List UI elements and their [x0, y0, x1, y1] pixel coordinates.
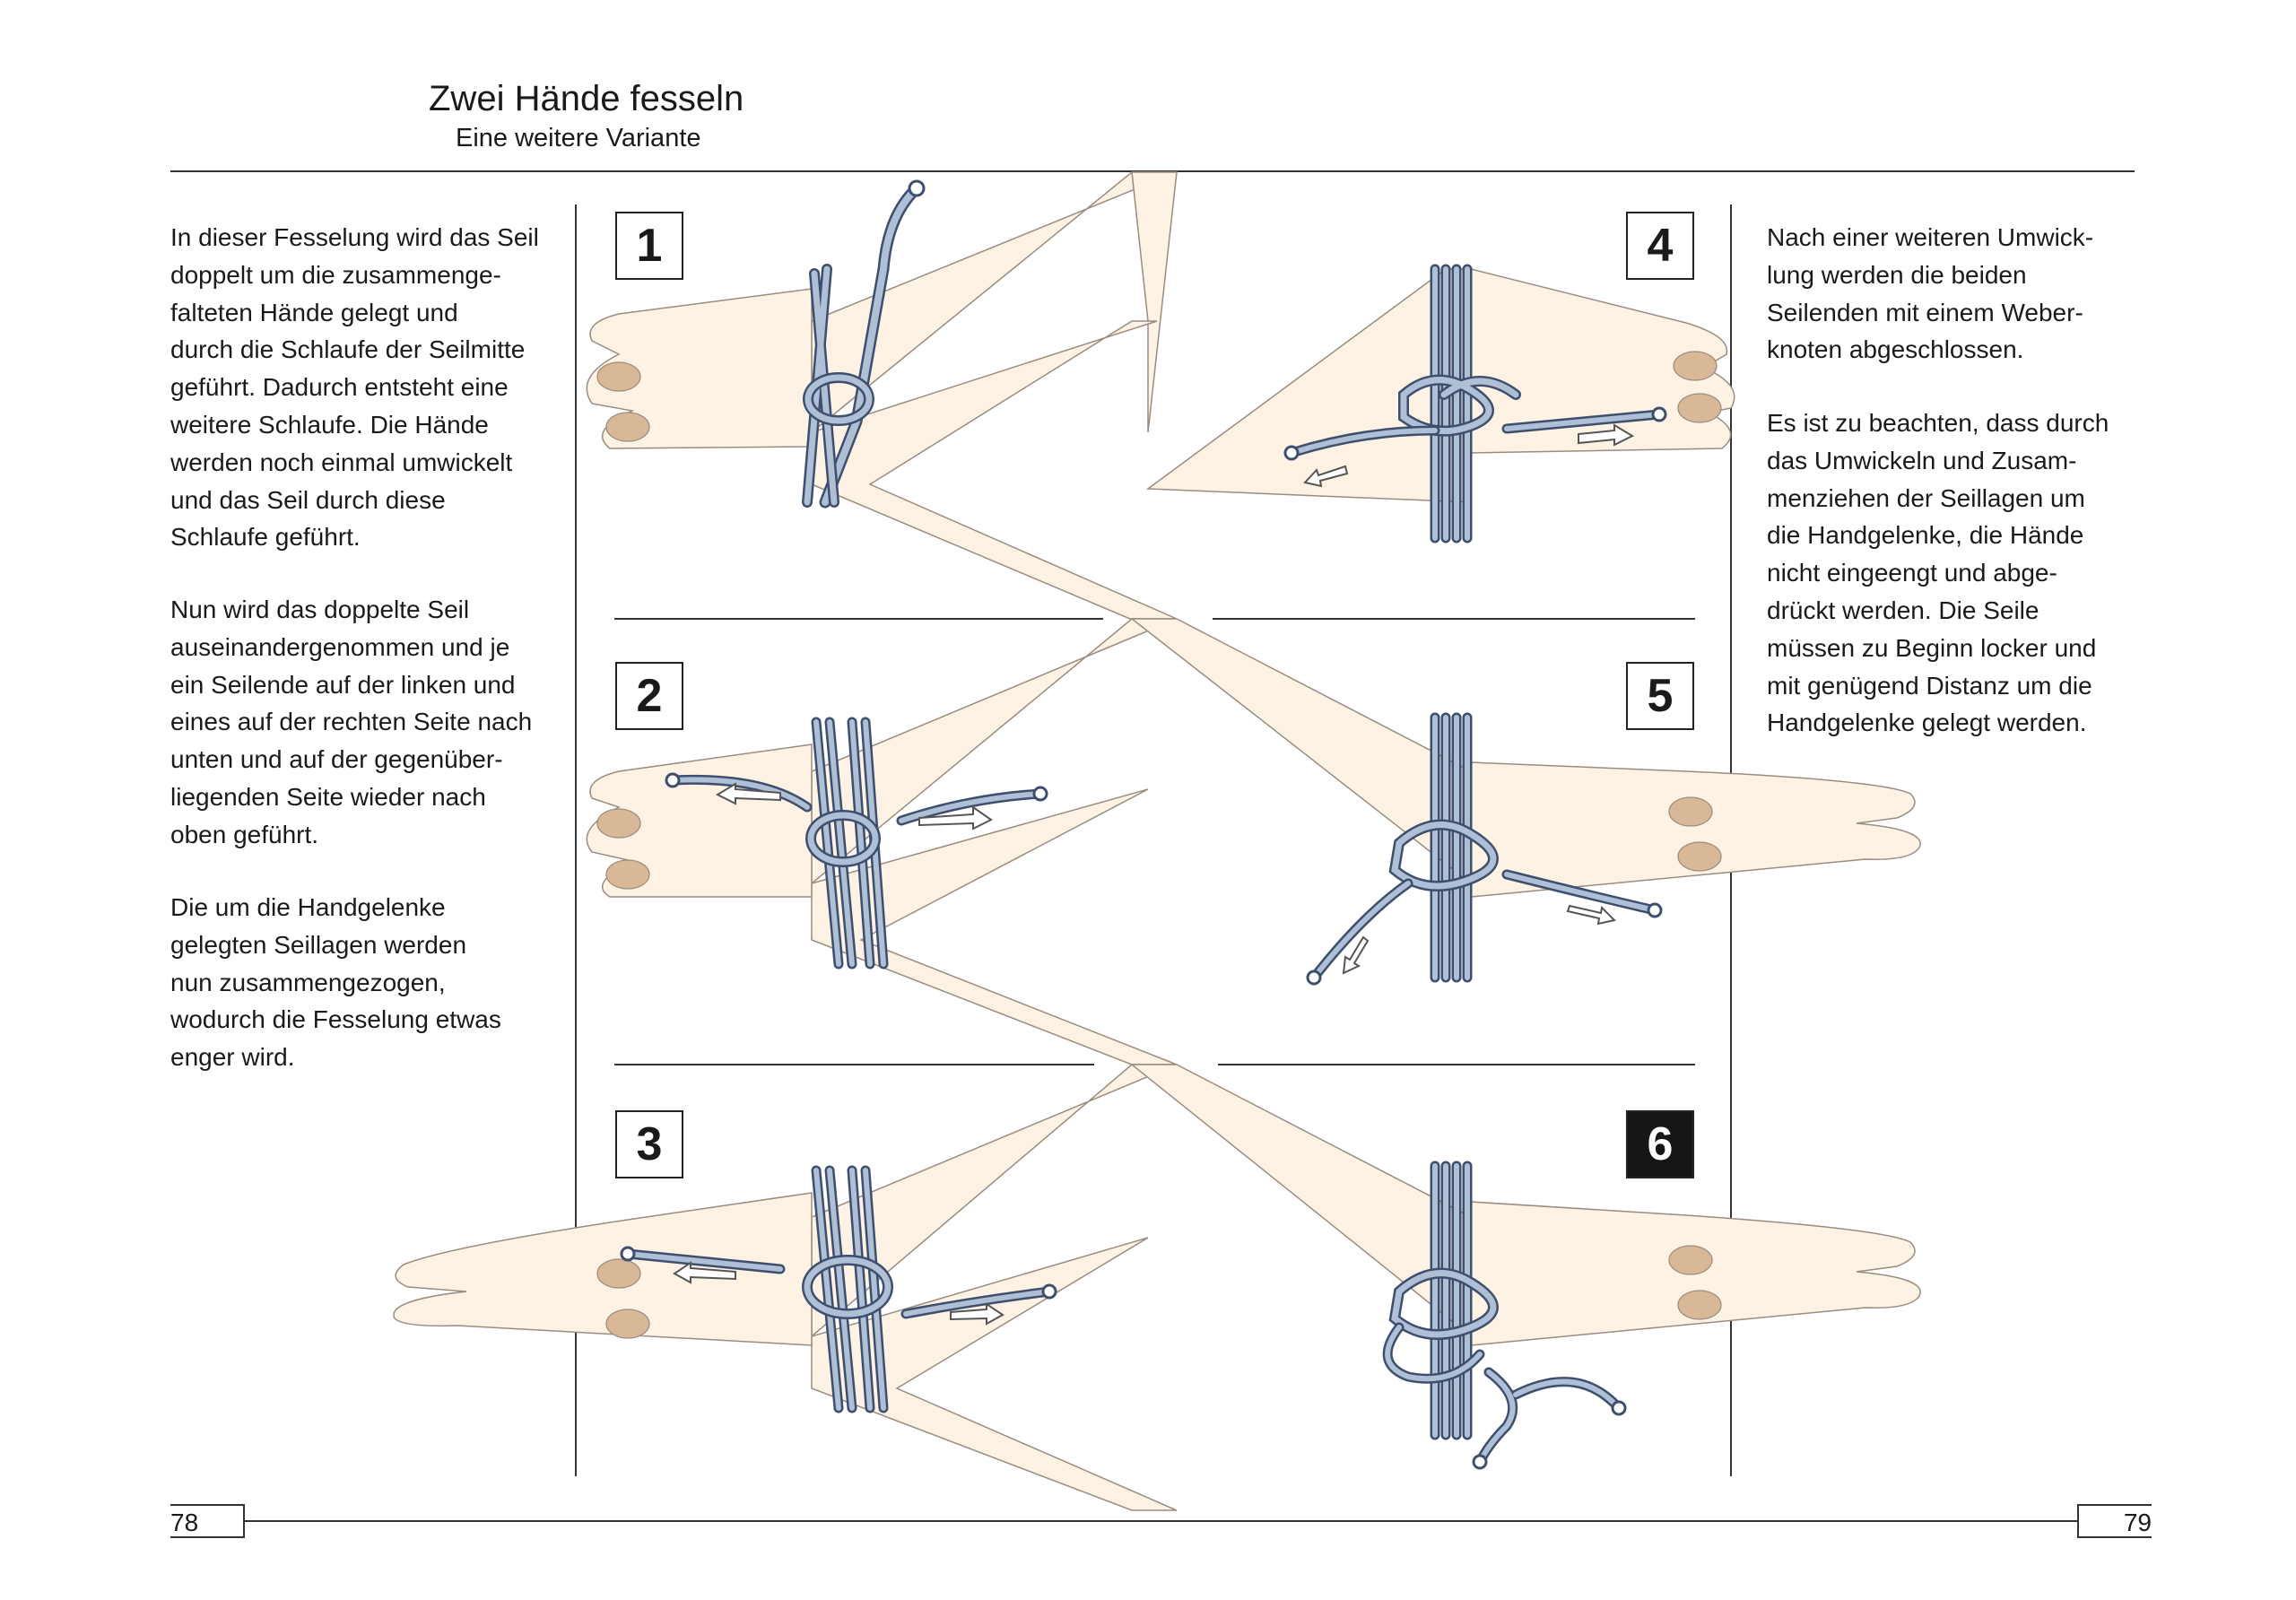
step-number-1: 1	[615, 212, 683, 280]
direction-arrows	[673, 423, 1635, 1326]
finger-nails	[596, 351, 1722, 1339]
rope-panel-5	[1306, 712, 1663, 986]
page-title: Zwei Hände fesseln	[429, 79, 744, 118]
arrow-icon	[715, 782, 781, 805]
rope-panel-4	[1283, 264, 1667, 543]
arrow-icon	[918, 805, 993, 830]
arrow-icon	[1578, 423, 1635, 447]
footer-rule	[245, 1520, 2077, 1522]
rope-panel-2	[665, 717, 1048, 970]
step-number-5: 5	[1626, 662, 1694, 730]
left-paragraph-3: Die um die Handgelenke gelegten Seillage…	[170, 893, 501, 1072]
forearm-bands	[811, 171, 1472, 1511]
page-number-right: 79	[2077, 1504, 2152, 1538]
right-paragraph-1: Nach einer weiteren Umwick- lung werden …	[1767, 223, 2094, 364]
ropes	[620, 179, 1667, 1470]
arrow-icon	[950, 1302, 1004, 1326]
step-number-4: 4	[1626, 212, 1694, 280]
arrow-icon	[673, 1261, 736, 1284]
step-number-2: 2	[615, 662, 683, 730]
arrow-icon	[1342, 935, 1370, 975]
page-number-left: 78	[170, 1504, 245, 1538]
rope-panel-6	[1382, 1161, 1627, 1470]
arrow-icon	[1303, 465, 1349, 488]
page-subtitle: Eine weitere Variante	[456, 124, 701, 152]
rope-panel-1	[802, 179, 926, 509]
left-paragraph-1: In dieser Fesselung wird das Seil doppel…	[170, 223, 539, 552]
left-paragraph-2: Nun wird das doppelte Seil auseinanderge…	[170, 596, 533, 848]
header-rule	[170, 170, 2135, 172]
right-paragraph-2: Es ist zu beachten, dass durch das Umwic…	[1767, 409, 2109, 737]
step-number-6: 6	[1626, 1110, 1694, 1178]
rope-panel-3	[620, 1165, 1057, 1413]
step-number-3: 3	[615, 1110, 683, 1178]
arrow-icon	[1566, 904, 1616, 926]
